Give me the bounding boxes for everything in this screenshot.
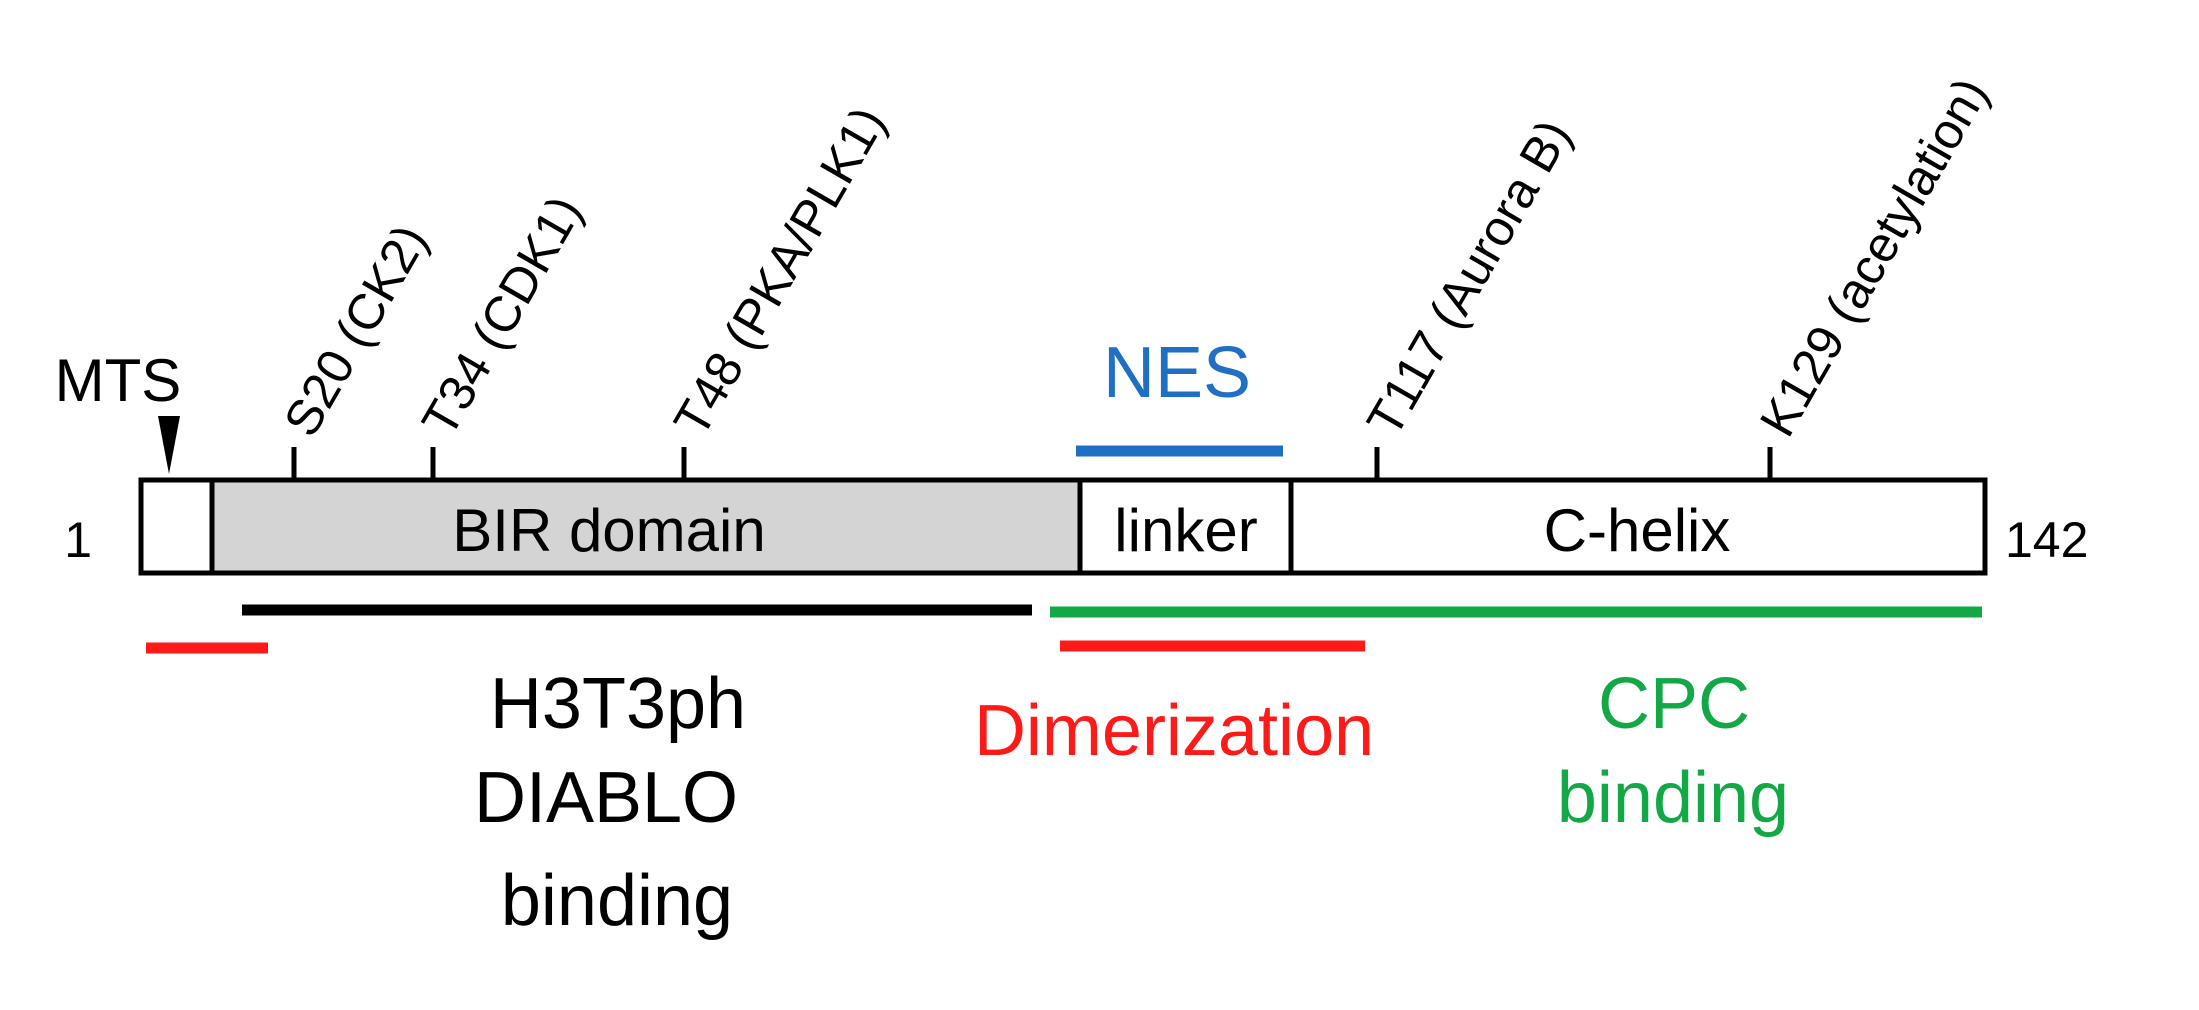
bir-domain-label: BIR domain	[452, 497, 765, 564]
end-residue-label: 142	[2005, 512, 2088, 568]
h3-binding-label-line2: DIABLO	[474, 758, 738, 838]
bir-domain-box	[209, 477, 1083, 576]
cpc-binding-label-line2: binding	[1557, 758, 1789, 838]
dimerization-label: Dimerization	[974, 691, 1374, 771]
linker-box	[1077, 477, 1294, 576]
site-label-s20: S20 (CK2)	[273, 215, 438, 445]
c-helix-label: C-helix	[1544, 497, 1731, 564]
h3-binding-label-line1: H3T3ph	[490, 664, 746, 744]
cpc-binding-label-line1: CPC	[1598, 664, 1750, 744]
h3-binding-label-line3: binding	[501, 861, 733, 941]
mts-arrow-icon	[158, 416, 180, 474]
site-label-t117: T117 (Aurora B)	[1356, 110, 1582, 445]
nes-label: NES	[1103, 333, 1251, 413]
c-helix-box	[1288, 477, 1988, 576]
site-label-t34: T34 (CDK1)	[411, 187, 593, 446]
mts-box	[138, 477, 215, 576]
mts-label: MTS	[55, 347, 182, 414]
linker-label: linker	[1114, 497, 1257, 564]
site-label-t48: T48 (PKA/PLK1)	[663, 97, 896, 445]
site-label-k129: K129 (acetylation)	[1749, 68, 1999, 445]
start-residue-label: 1	[64, 512, 92, 568]
